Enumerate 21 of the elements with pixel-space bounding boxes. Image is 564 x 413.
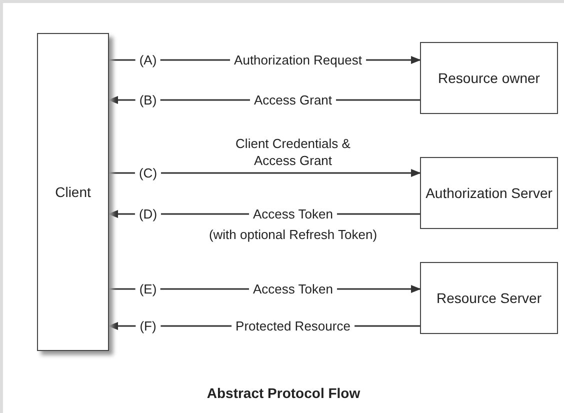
- client-box: [37, 33, 109, 351]
- edge-label: (A): [135, 52, 161, 68]
- message-label: Access Token: [249, 282, 337, 296]
- edge-label: (B): [135, 92, 161, 108]
- edge-label: (F): [136, 318, 160, 334]
- message-label: Protected Resource: [232, 318, 354, 334]
- message-label: Access Grant: [250, 92, 336, 108]
- node-label: Client: [55, 182, 91, 202]
- node-label: Resource owner: [438, 68, 540, 88]
- node-label: Resource Server: [436, 288, 542, 308]
- message-label: Authorization Request: [230, 52, 366, 68]
- edge-label: (D): [134, 206, 162, 222]
- message-label: Access Token: [249, 206, 337, 222]
- edge-label: (E): [135, 282, 161, 296]
- server-box: [420, 42, 558, 114]
- server-box: [420, 157, 558, 229]
- caption: Abstract Protocol Flow: [206, 385, 362, 401]
- edge-label: (C): [134, 166, 162, 180]
- node-label: Authorization Server: [426, 184, 552, 202]
- server-box: [420, 262, 558, 334]
- arrow: [109, 169, 421, 177]
